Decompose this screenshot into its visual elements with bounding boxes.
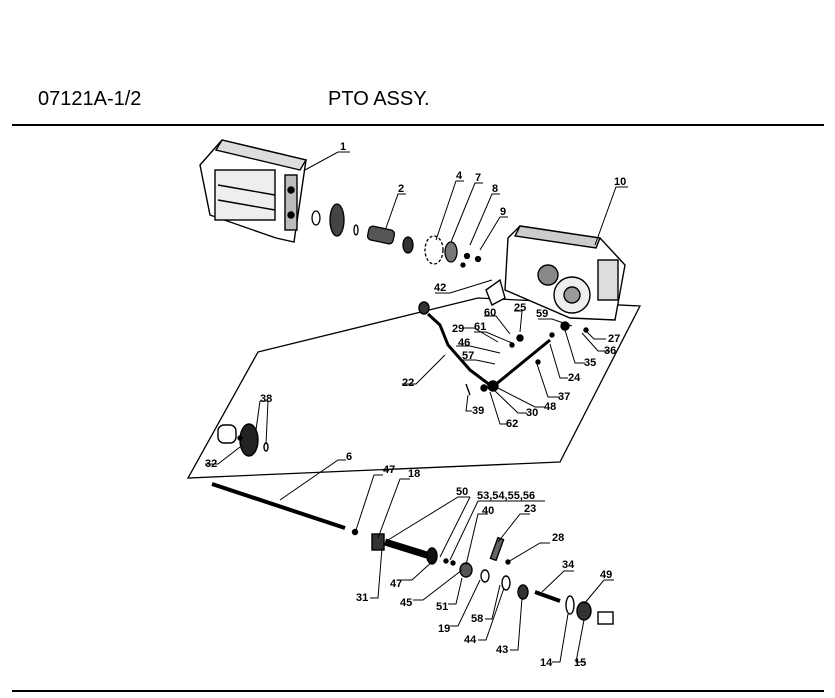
callout-40: 40	[482, 505, 494, 517]
callout-43: 43	[496, 644, 508, 656]
bottom-rule	[12, 690, 824, 692]
linkage-parts	[418, 278, 589, 396]
callout-27: 27	[608, 333, 620, 345]
callout-8: 8	[492, 183, 498, 195]
callout-30: 30	[526, 407, 538, 419]
callout-44: 44	[464, 634, 477, 646]
part-gear-32	[217, 423, 269, 457]
callout-24: 24	[568, 372, 581, 384]
callout-18: 18	[408, 468, 420, 480]
callout-23: 23	[524, 503, 536, 515]
callout-46: 46	[458, 337, 470, 349]
callout-4: 4	[456, 170, 463, 182]
callout-labels: 1 2 4 7 8 9 10 42 60 25 59 61 29 46 57 2…	[205, 141, 626, 669]
part-housing-left	[199, 139, 308, 243]
callout-61: 61	[474, 321, 486, 333]
callout-59: 59	[536, 308, 548, 320]
callout-45: 45	[400, 597, 412, 609]
top-rule	[12, 124, 824, 126]
callout-49: 49	[600, 569, 612, 581]
upper-parts	[311, 203, 482, 268]
part-housing-right	[504, 225, 626, 321]
callout-19: 19	[438, 623, 450, 635]
callout-9: 9	[500, 206, 506, 218]
subassembly-frame	[186, 297, 642, 479]
callout-10: 10	[614, 176, 626, 188]
callout-32: 32	[205, 458, 217, 470]
callout-29: 29	[452, 323, 464, 335]
callout-60: 60	[484, 307, 496, 319]
callout-53-56: 53,54,55,56	[477, 490, 535, 502]
callout-31: 31	[356, 592, 368, 604]
callout-42: 42	[434, 282, 446, 294]
callout-47-bottom: 47	[390, 578, 402, 590]
diagram-title: PTO ASSY.	[328, 88, 430, 110]
callout-47-top: 47	[383, 464, 395, 476]
callout-28: 28	[552, 532, 564, 544]
callout-39: 39	[472, 405, 484, 417]
diagram-code: 07121A-1/2	[38, 88, 142, 110]
callout-37: 37	[558, 391, 570, 403]
callout-34: 34	[562, 559, 575, 571]
callout-2: 2	[398, 183, 404, 195]
callout-51: 51	[436, 601, 448, 613]
callout-48: 48	[544, 401, 556, 413]
callout-38: 38	[260, 393, 272, 405]
callout-35: 35	[584, 357, 596, 369]
callout-50: 50	[456, 486, 468, 498]
callout-7: 7	[475, 172, 481, 184]
callout-14: 14	[540, 657, 553, 669]
callout-1: 1	[340, 141, 346, 153]
callout-25: 25	[514, 302, 526, 314]
lower-shaft-parts	[211, 482, 614, 625]
callout-62: 62	[506, 418, 518, 430]
callout-15: 15	[574, 657, 586, 669]
callout-58: 58	[471, 613, 483, 625]
callout-22: 22	[402, 377, 414, 389]
callout-36: 36	[604, 345, 616, 357]
leader-lines	[205, 151, 628, 663]
callout-57: 57	[462, 350, 474, 362]
callout-6: 6	[346, 451, 352, 463]
